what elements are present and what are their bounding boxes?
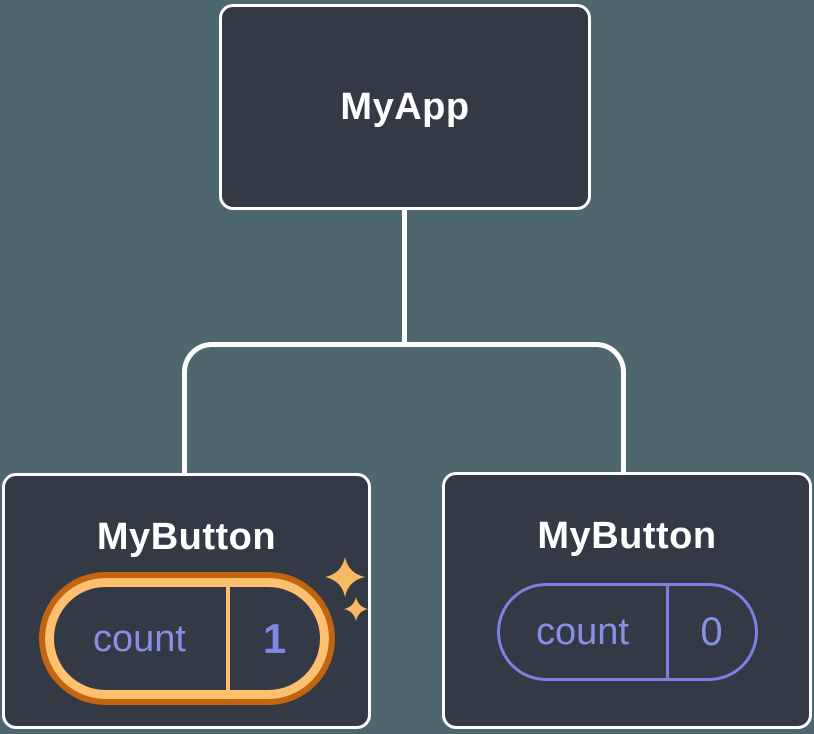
state-pill: count 0 [496, 583, 758, 681]
child-component-label: MyButton [96, 516, 277, 558]
state-pill-highlighted: count 1 [44, 578, 329, 699]
state-value-cell: 0 [669, 586, 755, 678]
pill-divider [665, 586, 669, 678]
pill-divider [225, 587, 230, 690]
state-key-label: count [93, 617, 186, 660]
state-value-label: 0 [700, 610, 723, 654]
child-component-label: MyButton [537, 515, 717, 557]
state-value-cell: 1 [230, 587, 320, 690]
root-component-node: MyApp [219, 4, 591, 210]
state-key-label: count [536, 611, 629, 653]
state-value-label: 1 [262, 614, 287, 662]
state-key-cell: count [500, 586, 666, 678]
root-component-label: MyApp [340, 86, 470, 128]
root-connector-line [402, 208, 407, 345]
state-key-cell: count [54, 587, 226, 690]
branch-connector-line [182, 342, 626, 475]
child-node-mybutton-1: MyButton count 1 [2, 473, 371, 729]
child-node-mybutton-2: MyButton count 0 [442, 472, 812, 729]
